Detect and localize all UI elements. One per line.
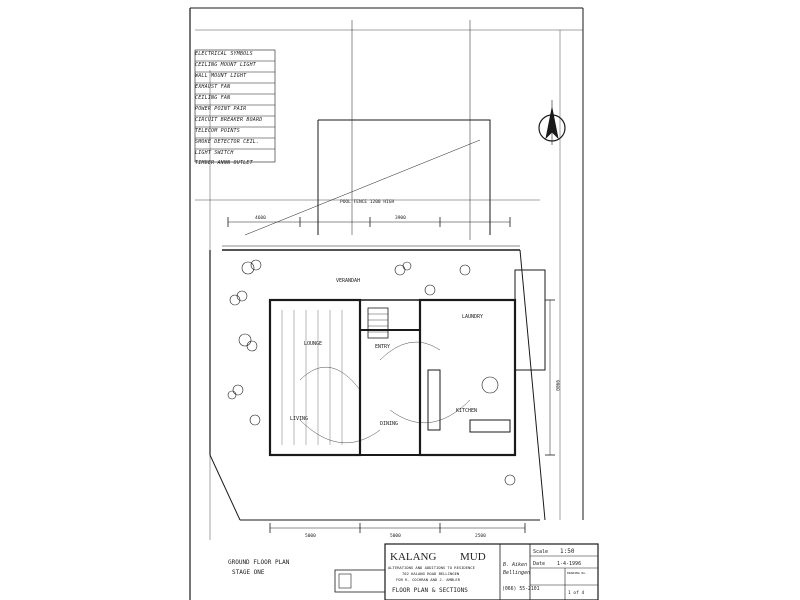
room-label-living: LIVING — [290, 416, 308, 422]
room-label-kitchen: KITCHEN — [456, 408, 477, 414]
tb-date-label: Date — [533, 561, 545, 567]
tb-sheet: 1 of 4 — [568, 590, 585, 596]
dim-top-left: 4600 — [255, 215, 266, 221]
kitchen-room — [418, 298, 517, 457]
legend-table — [194, 49, 276, 163]
dim-bottom-left: 5000 — [305, 533, 316, 539]
room-label-dining: DINING — [380, 421, 398, 427]
tb-place: Bellingen — [503, 570, 530, 576]
tb-line1: ALTERATIONS AND ADDITIONS TO RESIDENCE — [388, 565, 476, 570]
tb-sheet-label: DRAWING No. — [567, 571, 587, 575]
legend-title: ELECTRICAL SYMBOLS — [195, 51, 253, 57]
verandah-area — [359, 299, 421, 331]
legend-item: CIRCUIT BREAKER BOARD — [195, 117, 263, 123]
room-label-lounge: LOUNGE — [304, 341, 322, 347]
room-label-verandah: VERANDAH — [336, 278, 360, 284]
tb-company2: MUD — [460, 551, 486, 563]
tb-date: 1-4-1996 — [557, 561, 581, 567]
room-label-laundry: LAUNDRY — [462, 314, 483, 320]
ground-floor-note: GROUND FLOOR PLAN — [228, 559, 290, 566]
legend-item: SMOKE DETECTOR CEIL. — [195, 139, 260, 145]
tb-scale: 1:50 — [560, 548, 575, 555]
legend-item: POWER POINT PAIR — [195, 106, 247, 112]
dim-right: 9900 — [554, 380, 560, 391]
legend-item: TIMBER ANNN OUTLET — [195, 160, 253, 166]
electrical-legend: ELECTRICAL SYMBOLS CEILING MOUNT LIGHT W… — [195, 50, 275, 166]
dim-bottom-right: 2500 — [475, 533, 486, 539]
tb-phone: (066) 55-2101 — [502, 586, 540, 592]
legend-item: EXHAUST FAN — [195, 84, 231, 90]
lounge-room — [268, 298, 362, 457]
tb-company: KALANG — [390, 551, 436, 563]
stage-note: STAGE ONE — [232, 569, 265, 576]
tb-drawing: FLOOR PLAN & SECTIONS — [392, 587, 468, 594]
fence-diagonal — [244, 139, 481, 236]
dim-top-mid: 3900 — [395, 215, 406, 221]
legend-item: CEILING MOUNT LIGHT — [195, 62, 256, 68]
tb-architect: B. Aiken — [503, 562, 527, 568]
fence-note: POOL FENCE 1200 HIGH — [340, 199, 394, 205]
tb-line2: 702 KALANG ROAD BELLINGEN — [402, 571, 460, 576]
deck-outline — [317, 119, 491, 235]
legend-item: WALL MOUNT LIGHT — [195, 73, 247, 79]
legend-item: LIGHT SWITCH — [195, 150, 234, 156]
tb-line3: FOR K. COCHRAN AND J. AMBLER — [396, 577, 461, 582]
tb-scale-label: Scale — [533, 549, 548, 555]
legend-item: TELECOM POINTS — [195, 128, 240, 134]
room-label-entry: ENTRY — [375, 344, 390, 350]
legend-item: CEILING FAN — [195, 95, 231, 101]
dim-bottom-mid: 5000 — [390, 533, 401, 539]
